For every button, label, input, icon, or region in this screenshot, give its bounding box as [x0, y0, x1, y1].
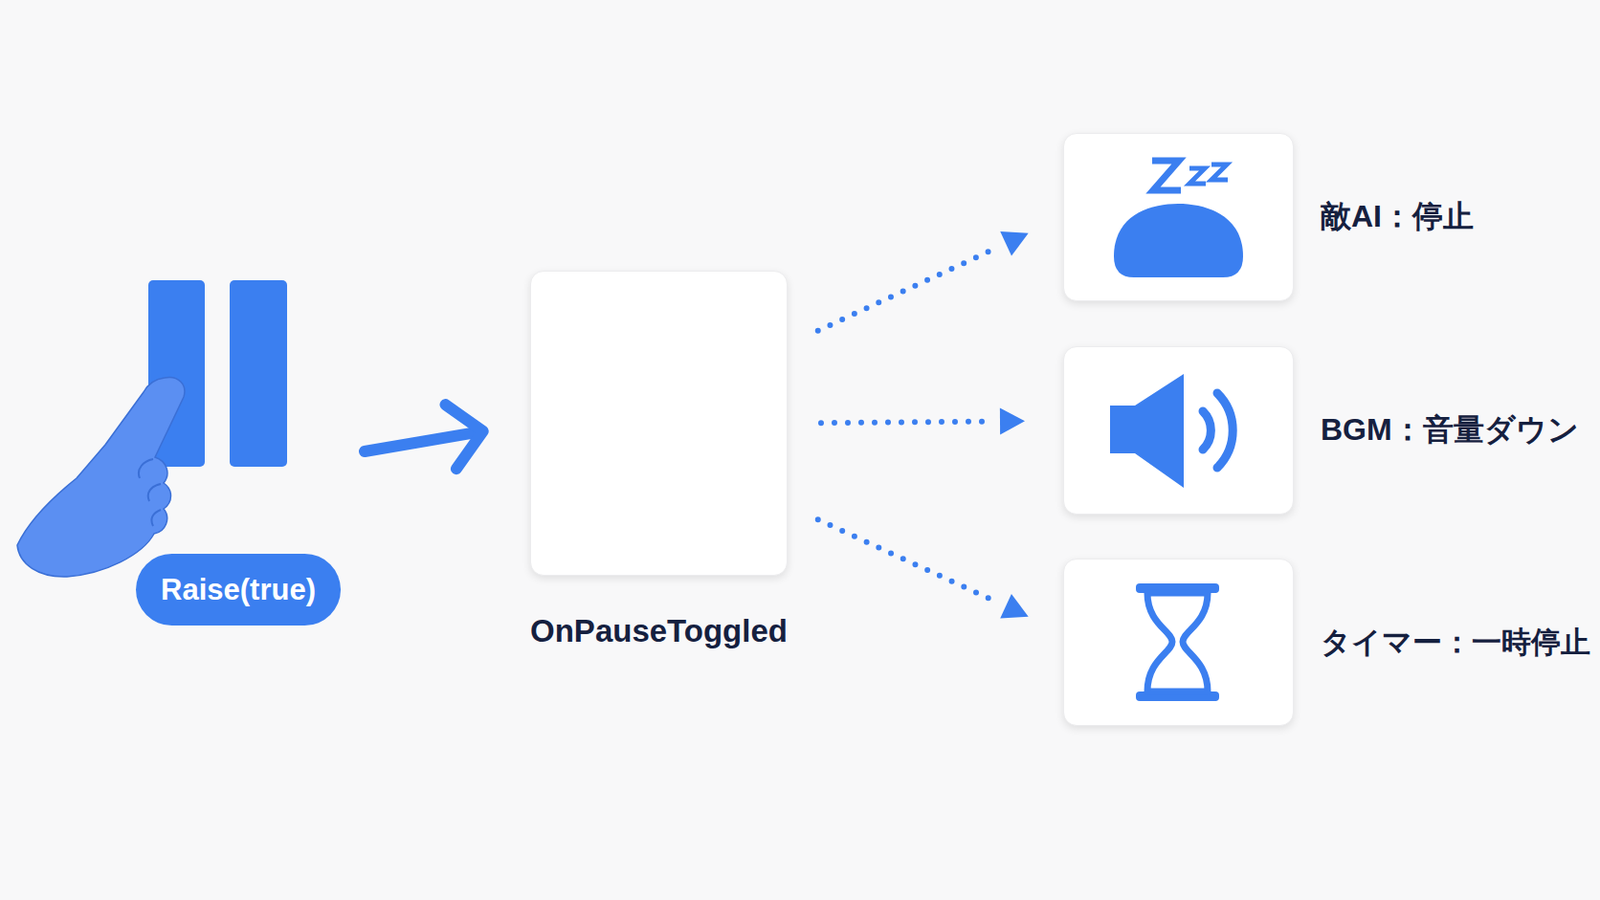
pause-bar — [229, 280, 288, 467]
speaker-icon — [1110, 374, 1233, 489]
pause-bar — [148, 280, 205, 467]
sleeping-dome — [1113, 203, 1244, 278]
listener-card: BGM：音量ダウン — [1063, 346, 1294, 515]
pointing-hand — [17, 377, 185, 578]
speaker-body — [1110, 374, 1184, 489]
arrow-shaft — [364, 432, 478, 452]
dispatch-arrow — [821, 408, 1025, 436]
sleep-z — [1211, 164, 1228, 180]
listener-label: タイマー：一時停止 — [1320, 622, 1591, 664]
arrow-head — [1000, 594, 1028, 619]
dispatch-arrow — [818, 231, 1029, 332]
arrow-head — [444, 404, 483, 469]
listener-label: 敵AI：停止 — [1320, 196, 1474, 239]
listener-label: BGM：音量ダウン — [1320, 409, 1579, 452]
sound-waves — [1202, 393, 1233, 468]
dotted-line — [818, 246, 1000, 332]
call-pill: Raise(true) — [135, 554, 341, 626]
sleep-icon — [1113, 160, 1244, 278]
trigger-arrow — [364, 404, 484, 469]
hourglass-cap — [1135, 691, 1220, 702]
dotted-line — [821, 422, 993, 424]
pause-icon — [148, 280, 288, 467]
hourglass-cap — [1135, 583, 1220, 594]
trigger-group: Raise(true) — [111, 277, 365, 626]
listener-card: 敵AI：停止 — [1063, 133, 1294, 302]
sleep-z — [1189, 168, 1206, 184]
dispatch-arrow — [818, 519, 1029, 619]
arrow-head — [1000, 408, 1025, 436]
dotted-line — [818, 519, 1000, 603]
hourglass-icon — [1135, 583, 1220, 702]
hourglass-glass — [1147, 593, 1208, 692]
arrow-head — [1000, 231, 1028, 256]
finger-crease — [138, 459, 161, 527]
event-name: OnPauseToggled — [530, 613, 788, 650]
listener-card: タイマー：一時停止 — [1063, 558, 1294, 727]
sleep-z — [1152, 160, 1181, 191]
event-card: OnPauseToggled — [530, 270, 788, 577]
